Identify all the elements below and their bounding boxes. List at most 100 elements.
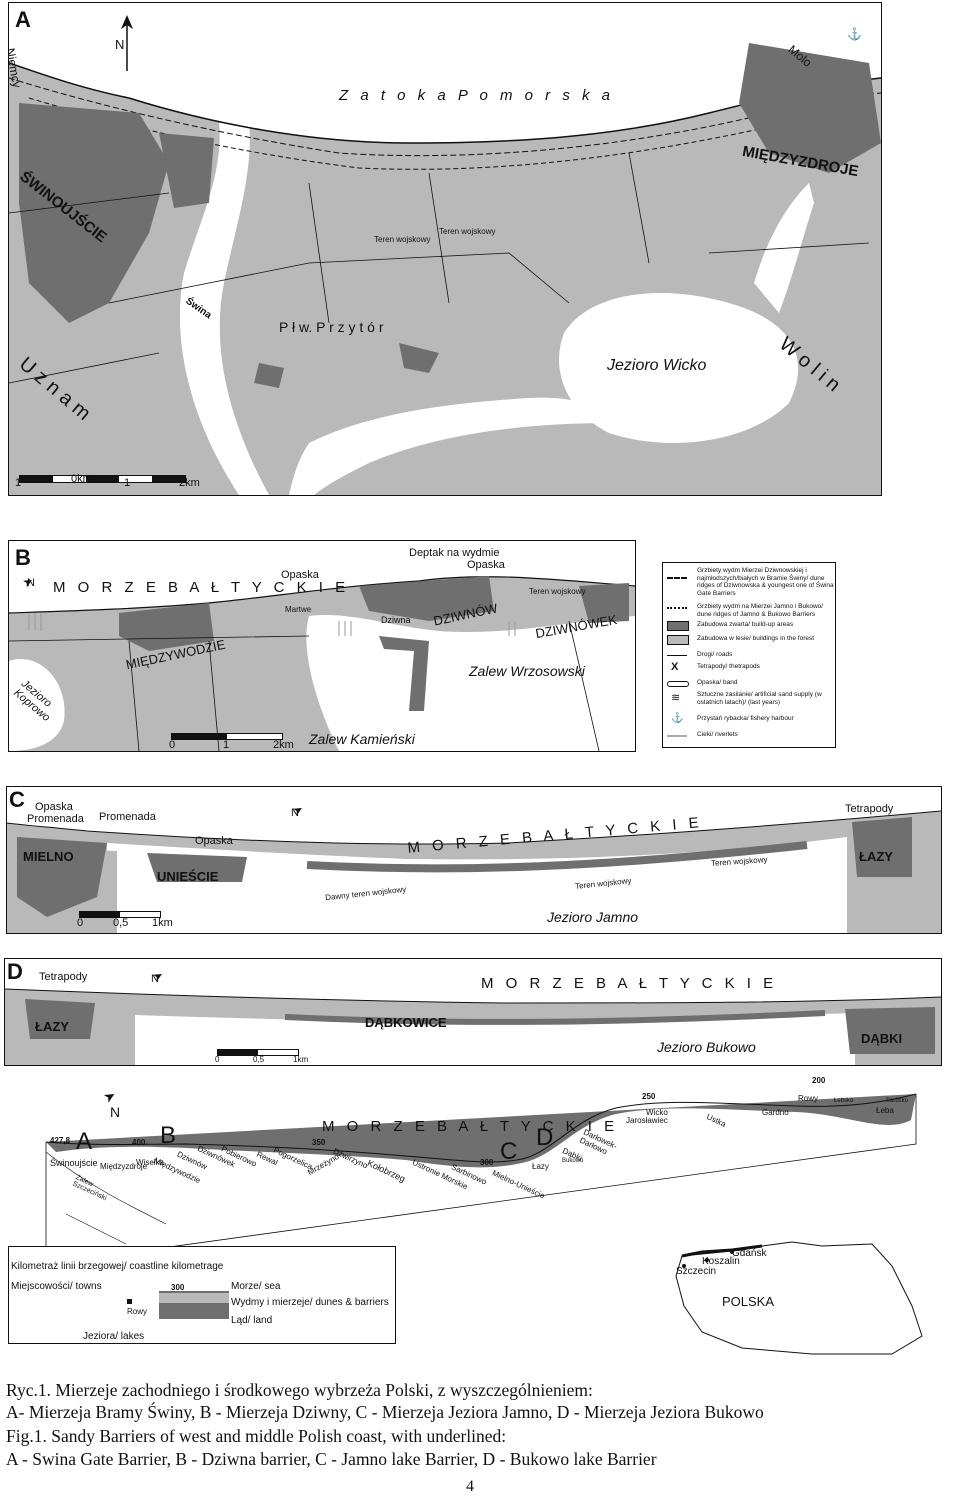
sea-label-b: M O R Z E B A Ł T Y C K I E bbox=[53, 579, 350, 596]
opaska-c-1: Opaska bbox=[35, 801, 73, 813]
place-26: Sarbsko bbox=[886, 1098, 909, 1104]
km-label-2: 350 bbox=[312, 1138, 326, 1147]
scale-bar-b bbox=[171, 733, 283, 740]
tetrapod-icon: X bbox=[671, 661, 679, 673]
legend-text-3: Zabudowa w lesie/ buildings in the fores… bbox=[697, 635, 815, 642]
place-1: Międzyzdroje bbox=[100, 1162, 148, 1171]
overview-letter-d: D bbox=[536, 1124, 554, 1151]
scale-b-2: 2km bbox=[273, 739, 294, 751]
poland-outline bbox=[675, 1241, 923, 1355]
opaska-label-1: Opaska bbox=[281, 569, 319, 581]
place-0: Świnoujście bbox=[50, 1158, 98, 1168]
sea-label: Z a t o k a P o m o r s k a bbox=[339, 87, 614, 104]
panel-c-map-drawing bbox=[7, 787, 941, 933]
km-label-4: 250 bbox=[642, 1092, 656, 1101]
legend-dunes: Wydmy i mierzeje/ dunes & barriers bbox=[231, 1297, 389, 1308]
overview-legend: Kilometraż linii brzegowej/ coastline ki… bbox=[8, 1246, 396, 1344]
map-legend: Grzbiety wydm Mierzei Dziwnowskiej i naj… bbox=[662, 562, 836, 748]
north-label-c: N bbox=[291, 807, 299, 819]
legend-text-9: Cieki/ riverlets bbox=[697, 731, 738, 738]
opaska-label-2: Opaska bbox=[467, 559, 505, 571]
legend-sample-dunes bbox=[159, 1293, 229, 1303]
legend-land: Ląd/ land bbox=[231, 1315, 273, 1326]
north-label-overview: N bbox=[110, 1104, 121, 1120]
city-szczecin: Szczecin bbox=[676, 1266, 717, 1277]
caption-line-1: Ryc.1. Mierzeje zachodniego i środkowego… bbox=[6, 1380, 593, 1400]
opaska-c-2: Opaska bbox=[195, 835, 233, 847]
km-label-5: 200 bbox=[812, 1076, 826, 1085]
place-20: Jarosławiec bbox=[626, 1116, 668, 1125]
panel-a-map-drawing bbox=[9, 3, 881, 495]
legend-lakes: Jeziora/ lakes bbox=[83, 1331, 145, 1342]
promenada-c-2: Promenada bbox=[99, 811, 156, 823]
legend-towns: Miejscowości/ towns bbox=[11, 1281, 102, 1292]
overview-coast-drawing bbox=[45, 1093, 917, 1264]
legend-text-1: Grzbiety wydm na Mierzei Jamno i Bukowo/… bbox=[697, 603, 824, 618]
km-label-3: 300 bbox=[480, 1158, 494, 1167]
place-23: Gardno bbox=[762, 1108, 789, 1117]
lagoon-kamienski: Zalew Kamieński bbox=[309, 731, 415, 747]
scale-d-2: 1km bbox=[293, 1055, 309, 1064]
place-25: Łeba bbox=[876, 1106, 894, 1115]
panel-d-letter: D bbox=[7, 959, 23, 984]
town-mielno: MIELNO bbox=[23, 849, 74, 864]
poland-label: POLSKA bbox=[722, 1294, 775, 1309]
panel-a-map: A N Z a t o k a P o m o r s k a Niemcy Ś… bbox=[8, 2, 882, 496]
town-dabkowice: DĄBKOWICE bbox=[365, 1015, 447, 1030]
tetrapody-d: Tetrapody bbox=[39, 971, 88, 983]
north-label: N bbox=[115, 37, 125, 52]
scale-bar-d bbox=[217, 1049, 299, 1056]
overview-letter-a: A bbox=[76, 1128, 93, 1155]
legend-km-line: Kilometraż linii brzegowej/ coastline ki… bbox=[11, 1261, 224, 1272]
promenada-c-1: Promenada bbox=[27, 813, 84, 825]
dziwna-label: Dziwna bbox=[381, 615, 411, 625]
caption-line-4: A - Swina Gate Barrier, B - Dziwna barri… bbox=[6, 1449, 657, 1469]
lake-bukowo: Jezioro Bukowo bbox=[657, 1039, 756, 1055]
km-label-0: 427,8 bbox=[50, 1136, 71, 1145]
legend-text-4: Drogi/ roads bbox=[697, 651, 733, 658]
town-uniescie: UNIEŚCIE bbox=[157, 869, 219, 884]
legend-text-7: Sztuczne zasilanie/ artificial sand supp… bbox=[697, 691, 822, 706]
scale-a-1: 1 bbox=[15, 477, 22, 489]
panel-c-letter: C bbox=[9, 787, 25, 812]
place-19: Wicko bbox=[646, 1108, 668, 1117]
place-17: Bukowo bbox=[562, 1158, 584, 1164]
mierzeja-label: Martwe bbox=[285, 605, 312, 614]
caption-line-2: A- Mierzeja Bramy Świny, B - Mierzeja Dz… bbox=[6, 1402, 764, 1422]
poland-inset-map: POLSKA Koszalin Gdańsk Szczecin bbox=[662, 1236, 932, 1356]
place-22: Rowy bbox=[798, 1094, 819, 1103]
military-label-2: Teren wojskowy bbox=[439, 227, 496, 236]
military-label-b: Teren wojskowy bbox=[529, 587, 586, 596]
deptak-label: Deptak na wydmie bbox=[409, 547, 500, 559]
anchor-icon: ⚓ bbox=[671, 713, 684, 724]
legend-sea: Morze/ sea bbox=[231, 1281, 281, 1292]
place-24: Łebsko bbox=[834, 1098, 854, 1104]
town-lazy-d: ŁAZY bbox=[35, 1019, 69, 1034]
city-koszalin: Koszalin bbox=[702, 1256, 740, 1267]
scale-c-2: 1km bbox=[152, 917, 173, 929]
legend-town-marker-icon bbox=[127, 1299, 132, 1304]
scale-a-2: 2km bbox=[179, 477, 200, 489]
scale-bar-a bbox=[19, 475, 186, 483]
band-icon bbox=[667, 681, 689, 687]
scale-d-1: 0,5 bbox=[253, 1055, 265, 1064]
scale-b-0: 0 bbox=[169, 739, 176, 751]
overview-map: ➤ N M O R Z E B A Ł T Y C K I E A B C D … bbox=[6, 1074, 926, 1264]
lagoon-wrzosowski: Zalew Wrzosowski bbox=[469, 663, 585, 679]
scale-bar-c bbox=[79, 911, 161, 918]
legend-text-6: Opaska/ band bbox=[697, 679, 738, 686]
sea-label-overview: M O R Z E B A Ł T Y C K I E bbox=[322, 1118, 619, 1135]
legend-text-0: Grzbiety wydm Mierzei Dziwnowskiej i naj… bbox=[697, 567, 834, 597]
km-label-1: 400 bbox=[132, 1138, 146, 1147]
sand-supply-icon: ≋ bbox=[671, 692, 681, 704]
overview-letter-b: B bbox=[160, 1122, 177, 1149]
tetrapody-c: Tetrapody bbox=[845, 803, 894, 815]
scale-c-0: 0 bbox=[77, 917, 84, 929]
legend-text-2: Zabudowa zwarta/ build-up areas bbox=[697, 621, 794, 628]
panel-c-map: C Opaska Promenada Promenada Opaska Tetr… bbox=[6, 786, 942, 934]
city-gdansk: Gdańsk bbox=[732, 1248, 767, 1259]
plain-label: P ł w. P r z y t ó r bbox=[279, 319, 384, 335]
panel-a-letter: A bbox=[15, 7, 31, 32]
legend-sample-town: Rowy bbox=[127, 1307, 148, 1316]
town-dabki: DĄBKI bbox=[861, 1031, 903, 1046]
